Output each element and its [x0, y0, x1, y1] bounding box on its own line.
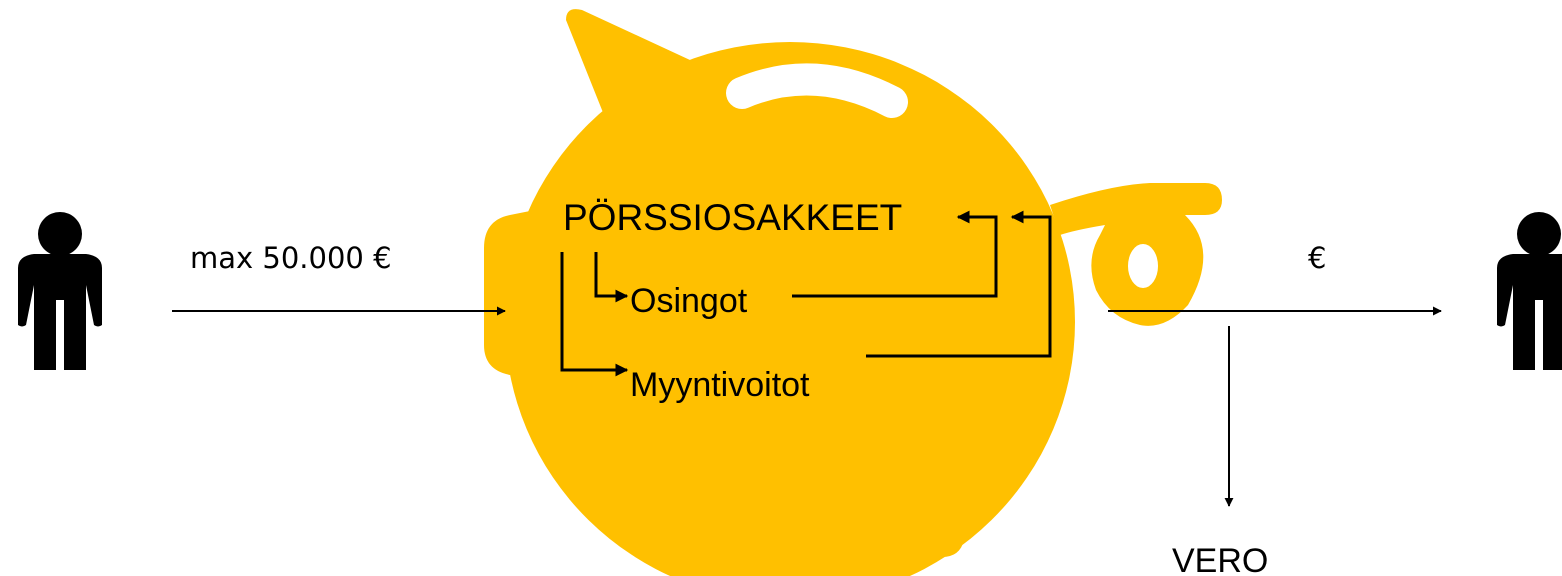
- deposit-label: max 50.000 €: [190, 241, 392, 275]
- income-item-dividends: Osingot: [630, 282, 748, 320]
- piggy-bank-icon: [484, 9, 1222, 576]
- tail-hole: [1128, 244, 1158, 288]
- account-title: PÖRSSIOSAKKEET: [563, 197, 902, 238]
- coin-slot: [726, 63, 908, 118]
- payout-label: €: [1308, 241, 1326, 275]
- flow-arrows: [560, 210, 1052, 377]
- income-item-capital-gains: Myyntivoitot: [630, 366, 810, 404]
- tax-label: VERO: [1172, 542, 1268, 576]
- person-icon: [1497, 212, 1562, 370]
- person-icon: [18, 212, 102, 370]
